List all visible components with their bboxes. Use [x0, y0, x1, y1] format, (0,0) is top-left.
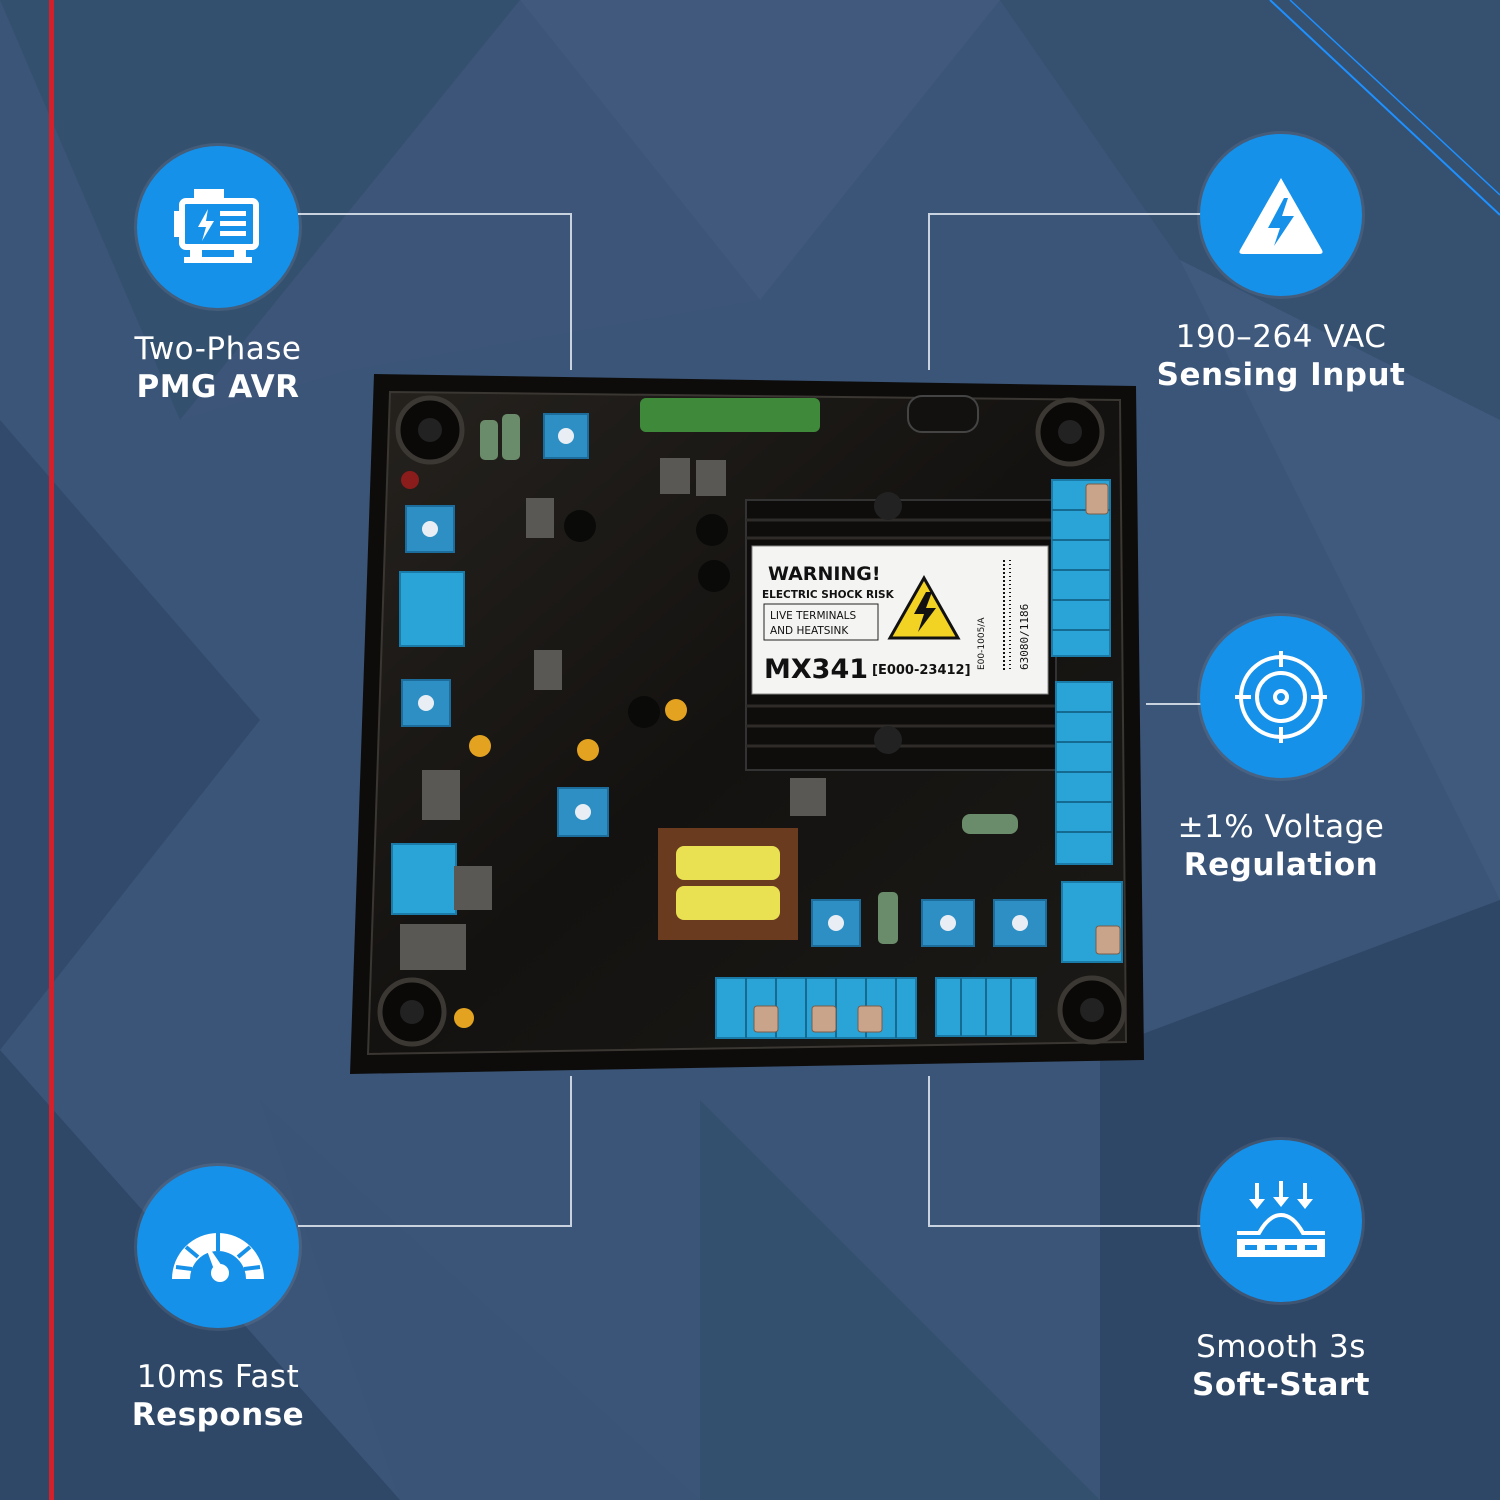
label-warning: WARNING!: [768, 563, 881, 585]
feature-line1: Smooth 3s: [1196, 1329, 1366, 1365]
feature-icon-circle: [1200, 1140, 1362, 1302]
capacitor: [907, 395, 979, 433]
label-side1: E00-1005/A: [977, 617, 987, 670]
feature-line2: Regulation: [1183, 847, 1379, 883]
speedometer-icon: [172, 1233, 264, 1282]
feature-line1: ±1% Voltage: [1177, 809, 1385, 845]
feature-line2: Sensing Input: [1156, 357, 1406, 393]
label-code: [E000-23412]: [872, 663, 971, 678]
high-voltage-warning-icon: [1239, 178, 1323, 254]
mounting-hole: [1057, 975, 1127, 1045]
trimmer-pot: [405, 505, 455, 553]
feature-icon-circle: [137, 146, 299, 308]
mounting-hole: [1035, 397, 1105, 467]
label-live2: AND HEATSINK: [770, 625, 849, 637]
feature-line2: Response: [131, 1397, 305, 1433]
mounting-hole: [377, 977, 447, 1047]
feature-line1: 10ms Fast: [136, 1359, 300, 1395]
avr-circuit-board: WARNING! ELECTRIC SHOCK RISK LIVE TERMIN…: [350, 374, 1144, 1074]
feature-line2: Soft-Start: [1192, 1367, 1370, 1403]
transformer: [658, 828, 798, 940]
accent-stripe: [49, 0, 54, 1500]
feature-icon-circle: [1200, 616, 1362, 778]
label-live1: LIVE TERMINALS: [770, 610, 856, 622]
label-shock: ELECTRIC SHOCK RISK: [762, 589, 895, 601]
soft-start-pressure-icon: [1237, 1181, 1325, 1257]
target-icon: [1235, 651, 1327, 743]
feature-voltage-regulation: ±1% Voltage Regulation: [1121, 616, 1441, 884]
power-resistor: [640, 398, 820, 432]
feature-icon-circle: [1200, 134, 1362, 296]
label-model: MX341: [764, 654, 868, 685]
terminal-block-left-top: [399, 571, 465, 647]
warning-label: WARNING! ELECTRIC SHOCK RISK LIVE TERMIN…: [751, 545, 1049, 695]
mounting-hole: [395, 395, 465, 465]
feature-fast-response: 10ms Fast Response: [58, 1166, 378, 1434]
feature-line2: PMG AVR: [136, 369, 300, 405]
feature-sensing-input: 190–264 VAC Sensing Input: [1121, 134, 1441, 394]
terminal-block-left-low: [391, 843, 457, 915]
feature-line1: 190–264 VAC: [1175, 319, 1387, 355]
feature-icon-circle: [137, 1166, 299, 1328]
label-side2: 63080/1186: [1018, 604, 1031, 670]
feature-soft-start: Smooth 3s Soft-Start: [1121, 1140, 1441, 1404]
feature-line1: Two-Phase: [134, 331, 302, 367]
feature-pmg-avr: Two-Phase PMG AVR: [58, 146, 378, 406]
generator-icon: [174, 189, 259, 263]
